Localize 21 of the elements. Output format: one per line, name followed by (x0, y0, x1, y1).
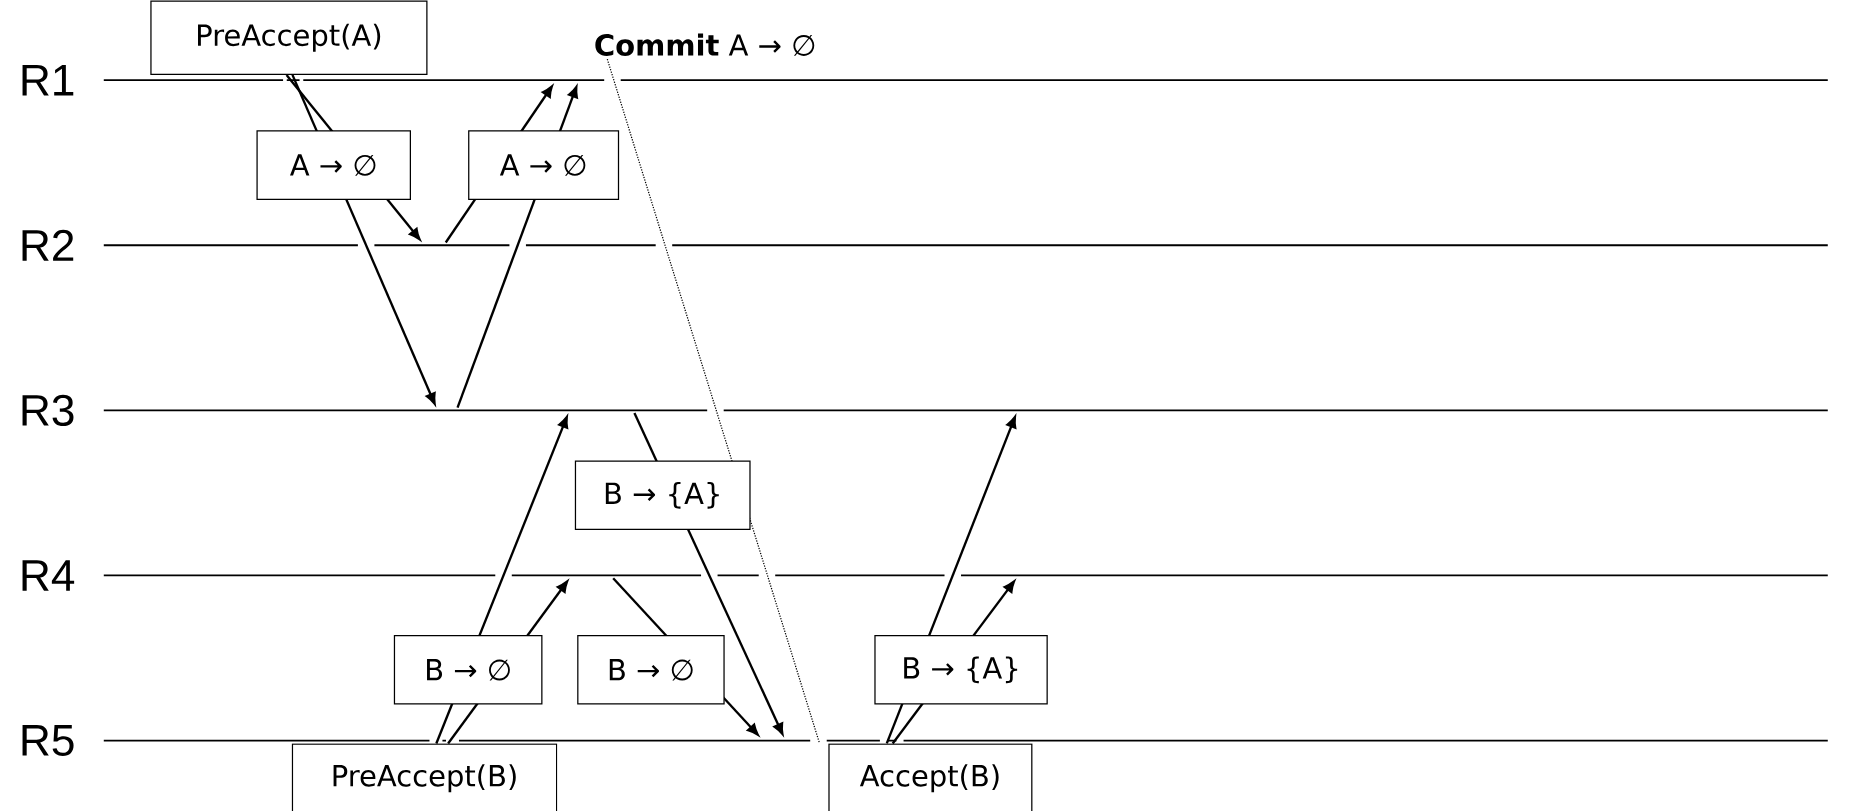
replica-label: R1 (22, 64, 74, 96)
message-box: PreAccept(A) (150, 0, 428, 75)
edge-label: B → ∅ (393, 634, 543, 705)
edge-label: A → ∅ (468, 130, 620, 200)
message-box: Accept(B) (828, 743, 1033, 811)
message-box: PreAccept(B) (291, 743, 558, 811)
timeline (102, 409, 1829, 412)
timeline (102, 244, 1829, 246)
timeline (102, 574, 1829, 577)
timeline (102, 79, 1829, 81)
timeline (102, 739, 1829, 742)
edge-label: B → {A} (874, 634, 1048, 705)
replica-label: R5 (22, 725, 74, 756)
replica-label: R2 (22, 229, 74, 261)
edge-label: B → {A} (574, 460, 751, 530)
edge-label: A → ∅ (256, 130, 411, 200)
replica-label: R4 (22, 560, 75, 591)
replica-label: R3 (22, 394, 74, 426)
dotted-line (606, 58, 821, 744)
edge-label: B → ∅ (577, 634, 725, 705)
commit-text: Commit A → ∅ (595, 33, 815, 56)
